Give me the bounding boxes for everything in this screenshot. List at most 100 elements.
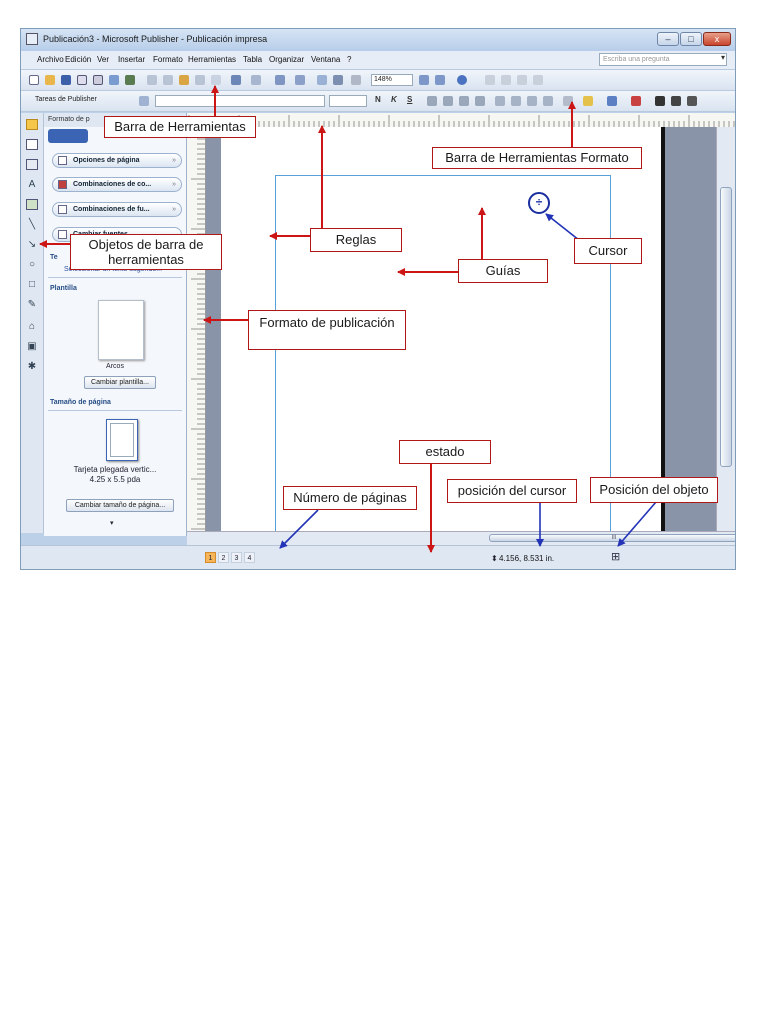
help-dropdown-arrow-icon[interactable]: ▾ xyxy=(721,53,726,62)
change-page-size-button[interactable]: Cambiar tamaño de página... xyxy=(66,499,174,512)
fill-color-icon[interactable] xyxy=(583,96,593,106)
menu-archivo[interactable]: Archivo xyxy=(37,55,64,64)
copy-icon[interactable] xyxy=(163,75,173,85)
zoom-in-icon[interactable] xyxy=(435,75,445,85)
align-right-icon[interactable] xyxy=(459,96,469,106)
menu-herramientas[interactable]: Herramientas xyxy=(188,55,237,64)
font-size-dropdown[interactable] xyxy=(329,95,367,107)
arrow-tool-icon[interactable]: ↘ xyxy=(27,239,37,250)
title-bar: Publicación3 - Microsoft Publisher - Pub… xyxy=(21,29,735,51)
toolbar-option-icon[interactable] xyxy=(517,75,527,85)
underline-button[interactable]: S xyxy=(407,95,413,104)
line-color-icon[interactable] xyxy=(607,96,617,106)
hotspot-icon[interactable]: ✱ xyxy=(27,361,37,372)
zoom-out-icon[interactable] xyxy=(419,75,429,85)
color-schemes-button[interactable]: Combinaciones de co...» xyxy=(52,177,182,192)
horizontal-scroll-thumb[interactable]: III xyxy=(489,534,735,542)
brush-icon[interactable] xyxy=(211,75,221,85)
horizontal-scrollbar[interactable]: III xyxy=(187,531,735,545)
paste-icon[interactable] xyxy=(179,75,189,85)
task-pane-nav-buttons[interactable] xyxy=(48,129,88,143)
vertical-scrollbar[interactable] xyxy=(716,127,735,531)
item-library-icon[interactable]: ▣ xyxy=(27,341,37,352)
menu-formato[interactable]: Formato xyxy=(153,55,183,64)
menu-ver[interactable]: Ver xyxy=(97,55,110,64)
new-document-icon[interactable] xyxy=(29,75,39,85)
bold-button[interactable]: N xyxy=(375,95,381,104)
help-icon[interactable] xyxy=(457,75,467,85)
vertical-scroll-thumb[interactable] xyxy=(720,187,732,467)
research-icon[interactable] xyxy=(125,75,135,85)
spelling-icon[interactable] xyxy=(109,75,119,85)
print-preview-icon[interactable] xyxy=(93,75,103,85)
menu-ventana[interactable]: Ventana xyxy=(311,55,341,64)
change-template-button[interactable]: Cambiar plantilla... xyxy=(84,376,156,389)
line-style-icon[interactable] xyxy=(655,96,665,106)
send-back-icon[interactable] xyxy=(295,75,305,85)
rectangle-tool-icon[interactable]: □ xyxy=(28,279,36,290)
justify-icon[interactable] xyxy=(475,96,485,106)
increase-indent-icon[interactable] xyxy=(543,96,553,106)
insert-table-icon[interactable] xyxy=(26,159,38,170)
italic-button[interactable]: K xyxy=(391,95,397,104)
wordart-icon[interactable]: A xyxy=(28,179,36,190)
divider xyxy=(48,410,182,411)
format-toolbar: Tareas de Publisher N K S xyxy=(21,91,735,112)
align-left-icon[interactable] xyxy=(427,96,437,106)
close-button[interactable]: x xyxy=(703,32,731,46)
select-pointer-icon[interactable] xyxy=(26,119,38,130)
page-tab-3[interactable]: 3 xyxy=(231,552,242,563)
insert-hyperlink-icon[interactable] xyxy=(317,75,327,85)
help-search-input[interactable]: Escriba una pregunta xyxy=(599,53,727,66)
publisher-app-icon xyxy=(26,33,38,45)
print-icon[interactable] xyxy=(77,75,87,85)
bring-front-icon[interactable] xyxy=(275,75,285,85)
picture-frame-icon[interactable] xyxy=(26,199,38,210)
columns-icon[interactable] xyxy=(333,75,343,85)
line-tool-icon[interactable]: ╲ xyxy=(28,219,36,230)
font-color-icon[interactable] xyxy=(631,96,641,106)
template-thumbnail[interactable] xyxy=(98,300,144,360)
redo-icon[interactable] xyxy=(251,75,261,85)
cut-icon[interactable] xyxy=(147,75,157,85)
design-gallery-icon[interactable]: ⌂ xyxy=(28,321,36,332)
oval-tool-icon[interactable]: ○ xyxy=(28,259,36,270)
text-box-icon[interactable] xyxy=(26,139,38,150)
arrow-style-icon[interactable] xyxy=(687,96,697,106)
dash-style-icon[interactable] xyxy=(671,96,681,106)
page-tab-4[interactable]: 4 xyxy=(244,552,255,563)
bullets-icon[interactable] xyxy=(511,96,521,106)
font-name-dropdown[interactable] xyxy=(155,95,325,107)
menu-help[interactable]: ? xyxy=(347,55,352,64)
toolbar-option-icon[interactable] xyxy=(533,75,543,85)
align-center-icon[interactable] xyxy=(443,96,453,106)
toolbar-option-icon[interactable] xyxy=(501,75,511,85)
autoshapes-icon[interactable]: ✎ xyxy=(27,299,37,310)
page-tab-2[interactable]: 2 xyxy=(218,552,229,563)
toolbar-option-icon[interactable] xyxy=(485,75,495,85)
format-painter-icon[interactable] xyxy=(195,75,205,85)
font-schemes-button[interactable]: Combinaciones de fu...» xyxy=(52,202,182,217)
page-options-button[interactable]: Opciones de página» xyxy=(52,153,182,168)
zoom-dropdown[interactable]: 148% xyxy=(371,74,413,86)
minimize-button[interactable]: – xyxy=(657,32,679,46)
maximize-button[interactable]: □ xyxy=(680,32,702,46)
vertical-ruler[interactable] xyxy=(187,127,206,535)
save-icon[interactable] xyxy=(61,75,71,85)
menu-edicion[interactable]: Edición xyxy=(65,55,92,64)
page-size-thumbnail[interactable] xyxy=(106,419,138,461)
numbering-icon[interactable] xyxy=(495,96,505,106)
style-icon[interactable] xyxy=(139,96,149,106)
menu-tabla[interactable]: Tabla xyxy=(243,55,263,64)
menu-insertar[interactable]: Insertar xyxy=(118,55,146,64)
decrease-indent-icon[interactable] xyxy=(527,96,537,106)
cursor-position-icon: ⬍ xyxy=(491,554,498,563)
open-folder-icon[interactable] xyxy=(45,75,55,85)
special-chars-icon[interactable] xyxy=(351,75,361,85)
publisher-tasks-button[interactable]: Tareas de Publisher xyxy=(35,96,97,103)
page-tab-1[interactable]: 1 xyxy=(205,552,216,563)
task-pane-scroll-down-icon[interactable]: ▾ xyxy=(110,520,114,527)
undo-icon[interactable] xyxy=(231,75,241,85)
menu-organizar[interactable]: Organizar xyxy=(269,55,305,64)
